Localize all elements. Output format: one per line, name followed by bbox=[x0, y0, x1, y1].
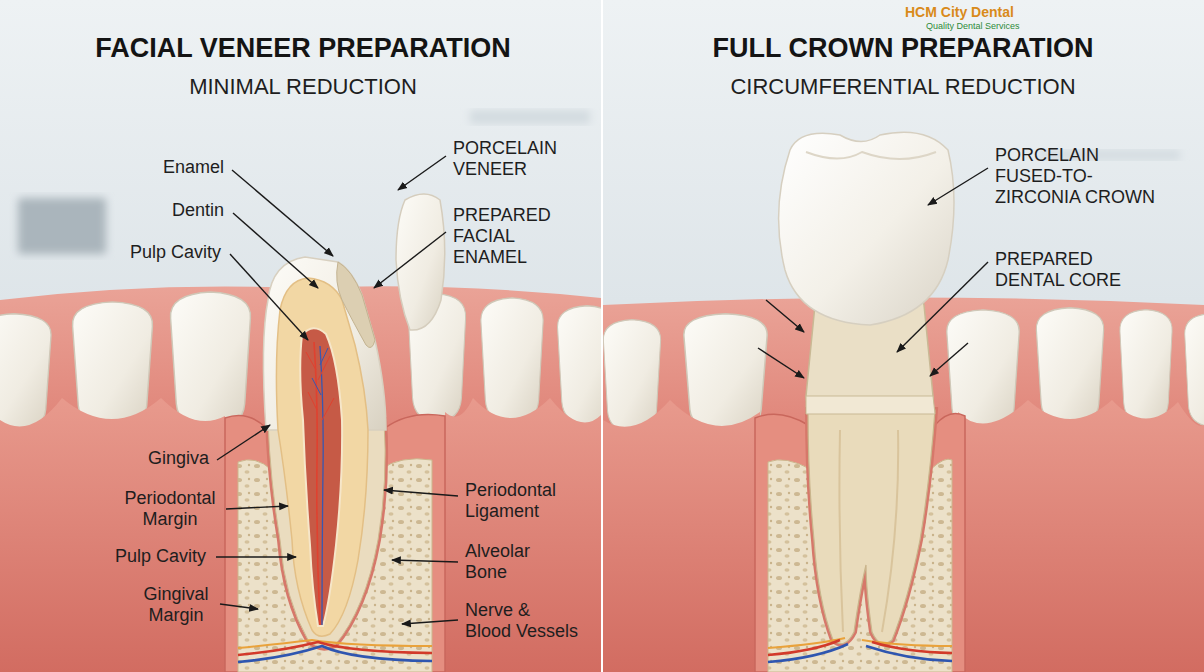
blurred-shelf bbox=[470, 110, 590, 124]
part-label: Pulp Cavity bbox=[130, 242, 221, 263]
tooth bbox=[1120, 310, 1172, 425]
veneer-panel bbox=[0, 110, 601, 672]
crown-groove bbox=[806, 152, 936, 159]
tooth bbox=[684, 314, 767, 433]
part-label: PORCELAIN VENEER bbox=[453, 138, 563, 180]
gum-front bbox=[958, 400, 1204, 672]
leader-line bbox=[230, 254, 308, 340]
prepared-enamel bbox=[337, 262, 375, 348]
panel-title: FACIAL VENEER PREPARATION bbox=[95, 33, 511, 65]
tooth bbox=[558, 306, 601, 425]
core-shoulder bbox=[806, 396, 935, 414]
gum-front bbox=[603, 400, 760, 672]
leader-line bbox=[233, 213, 318, 288]
leader-line bbox=[392, 560, 458, 562]
part-label: Nerve & Blood Vessels bbox=[465, 600, 580, 642]
leader-line bbox=[374, 232, 446, 288]
artery bbox=[238, 642, 432, 655]
panel-subtitle: MINIMAL REDUCTION bbox=[189, 74, 417, 100]
leader-line bbox=[758, 348, 804, 378]
panel-title: FULL CROWN PREPARATION bbox=[713, 33, 1094, 65]
vein bbox=[238, 646, 432, 662]
nerve bbox=[768, 638, 952, 648]
leader-line bbox=[384, 490, 458, 496]
part-label: PORCELAIN FUSED-TO- ZIRCONIA CROWN bbox=[995, 145, 1160, 208]
leader-line bbox=[930, 343, 968, 376]
tooth bbox=[73, 302, 153, 430]
porcelain-veneer bbox=[396, 194, 445, 330]
part-label: PREPARED FACIAL ENAMEL bbox=[453, 205, 563, 268]
watermark: Quality Dental Services bbox=[926, 21, 1020, 32]
panel-subtitle: CIRCUMFERENTIAL REDUCTION bbox=[730, 74, 1075, 100]
tooth bbox=[1036, 308, 1103, 427]
tooth-root bbox=[808, 410, 935, 644]
leader-line bbox=[217, 425, 270, 460]
artery bbox=[768, 640, 952, 655]
leader-line bbox=[220, 604, 258, 609]
zirconia-crown bbox=[779, 132, 954, 325]
part-label: Alveolar Bone bbox=[465, 541, 545, 583]
watermark: HCM City Dental bbox=[905, 4, 1014, 20]
crown-panel bbox=[603, 132, 1204, 672]
leader-line bbox=[928, 168, 988, 205]
leader-lines bbox=[216, 156, 458, 624]
dentin bbox=[276, 278, 368, 636]
blood-vessel bbox=[312, 348, 328, 395]
leader-line bbox=[226, 506, 288, 509]
part-label: Periodontal Ligament bbox=[465, 480, 565, 522]
leader-lines bbox=[758, 168, 988, 378]
part-label: Enamel bbox=[163, 157, 224, 178]
gum-front bbox=[445, 398, 601, 672]
part-label: Pulp Cavity bbox=[115, 546, 206, 567]
leader-line bbox=[216, 556, 296, 557]
tooth bbox=[481, 298, 543, 424]
leader-line bbox=[897, 262, 988, 352]
blood-vessel bbox=[306, 352, 334, 420]
part-label: Dentin bbox=[172, 200, 224, 221]
gum-front bbox=[0, 398, 225, 672]
panel-divider bbox=[601, 0, 603, 672]
leader-line bbox=[232, 170, 333, 256]
part-label: Gingival Margin bbox=[136, 584, 216, 626]
tooth bbox=[603, 320, 660, 433]
root-canal bbox=[839, 430, 898, 632]
blurred-monitor bbox=[18, 198, 106, 254]
leader-line bbox=[398, 156, 446, 190]
vein bbox=[768, 644, 952, 662]
periodontal-ligament bbox=[808, 410, 935, 644]
leader-line bbox=[766, 300, 804, 332]
tooth bbox=[1185, 314, 1204, 427]
pulp bbox=[300, 328, 342, 626]
blood-vessel bbox=[320, 346, 323, 625]
part-label: Periodontal Margin bbox=[120, 488, 220, 530]
tooth bbox=[171, 292, 251, 430]
leader-line bbox=[402, 620, 458, 624]
tooth bbox=[0, 314, 51, 433]
part-label: Gingiva bbox=[148, 448, 209, 469]
part-label: PREPARED DENTAL CORE bbox=[995, 249, 1130, 291]
